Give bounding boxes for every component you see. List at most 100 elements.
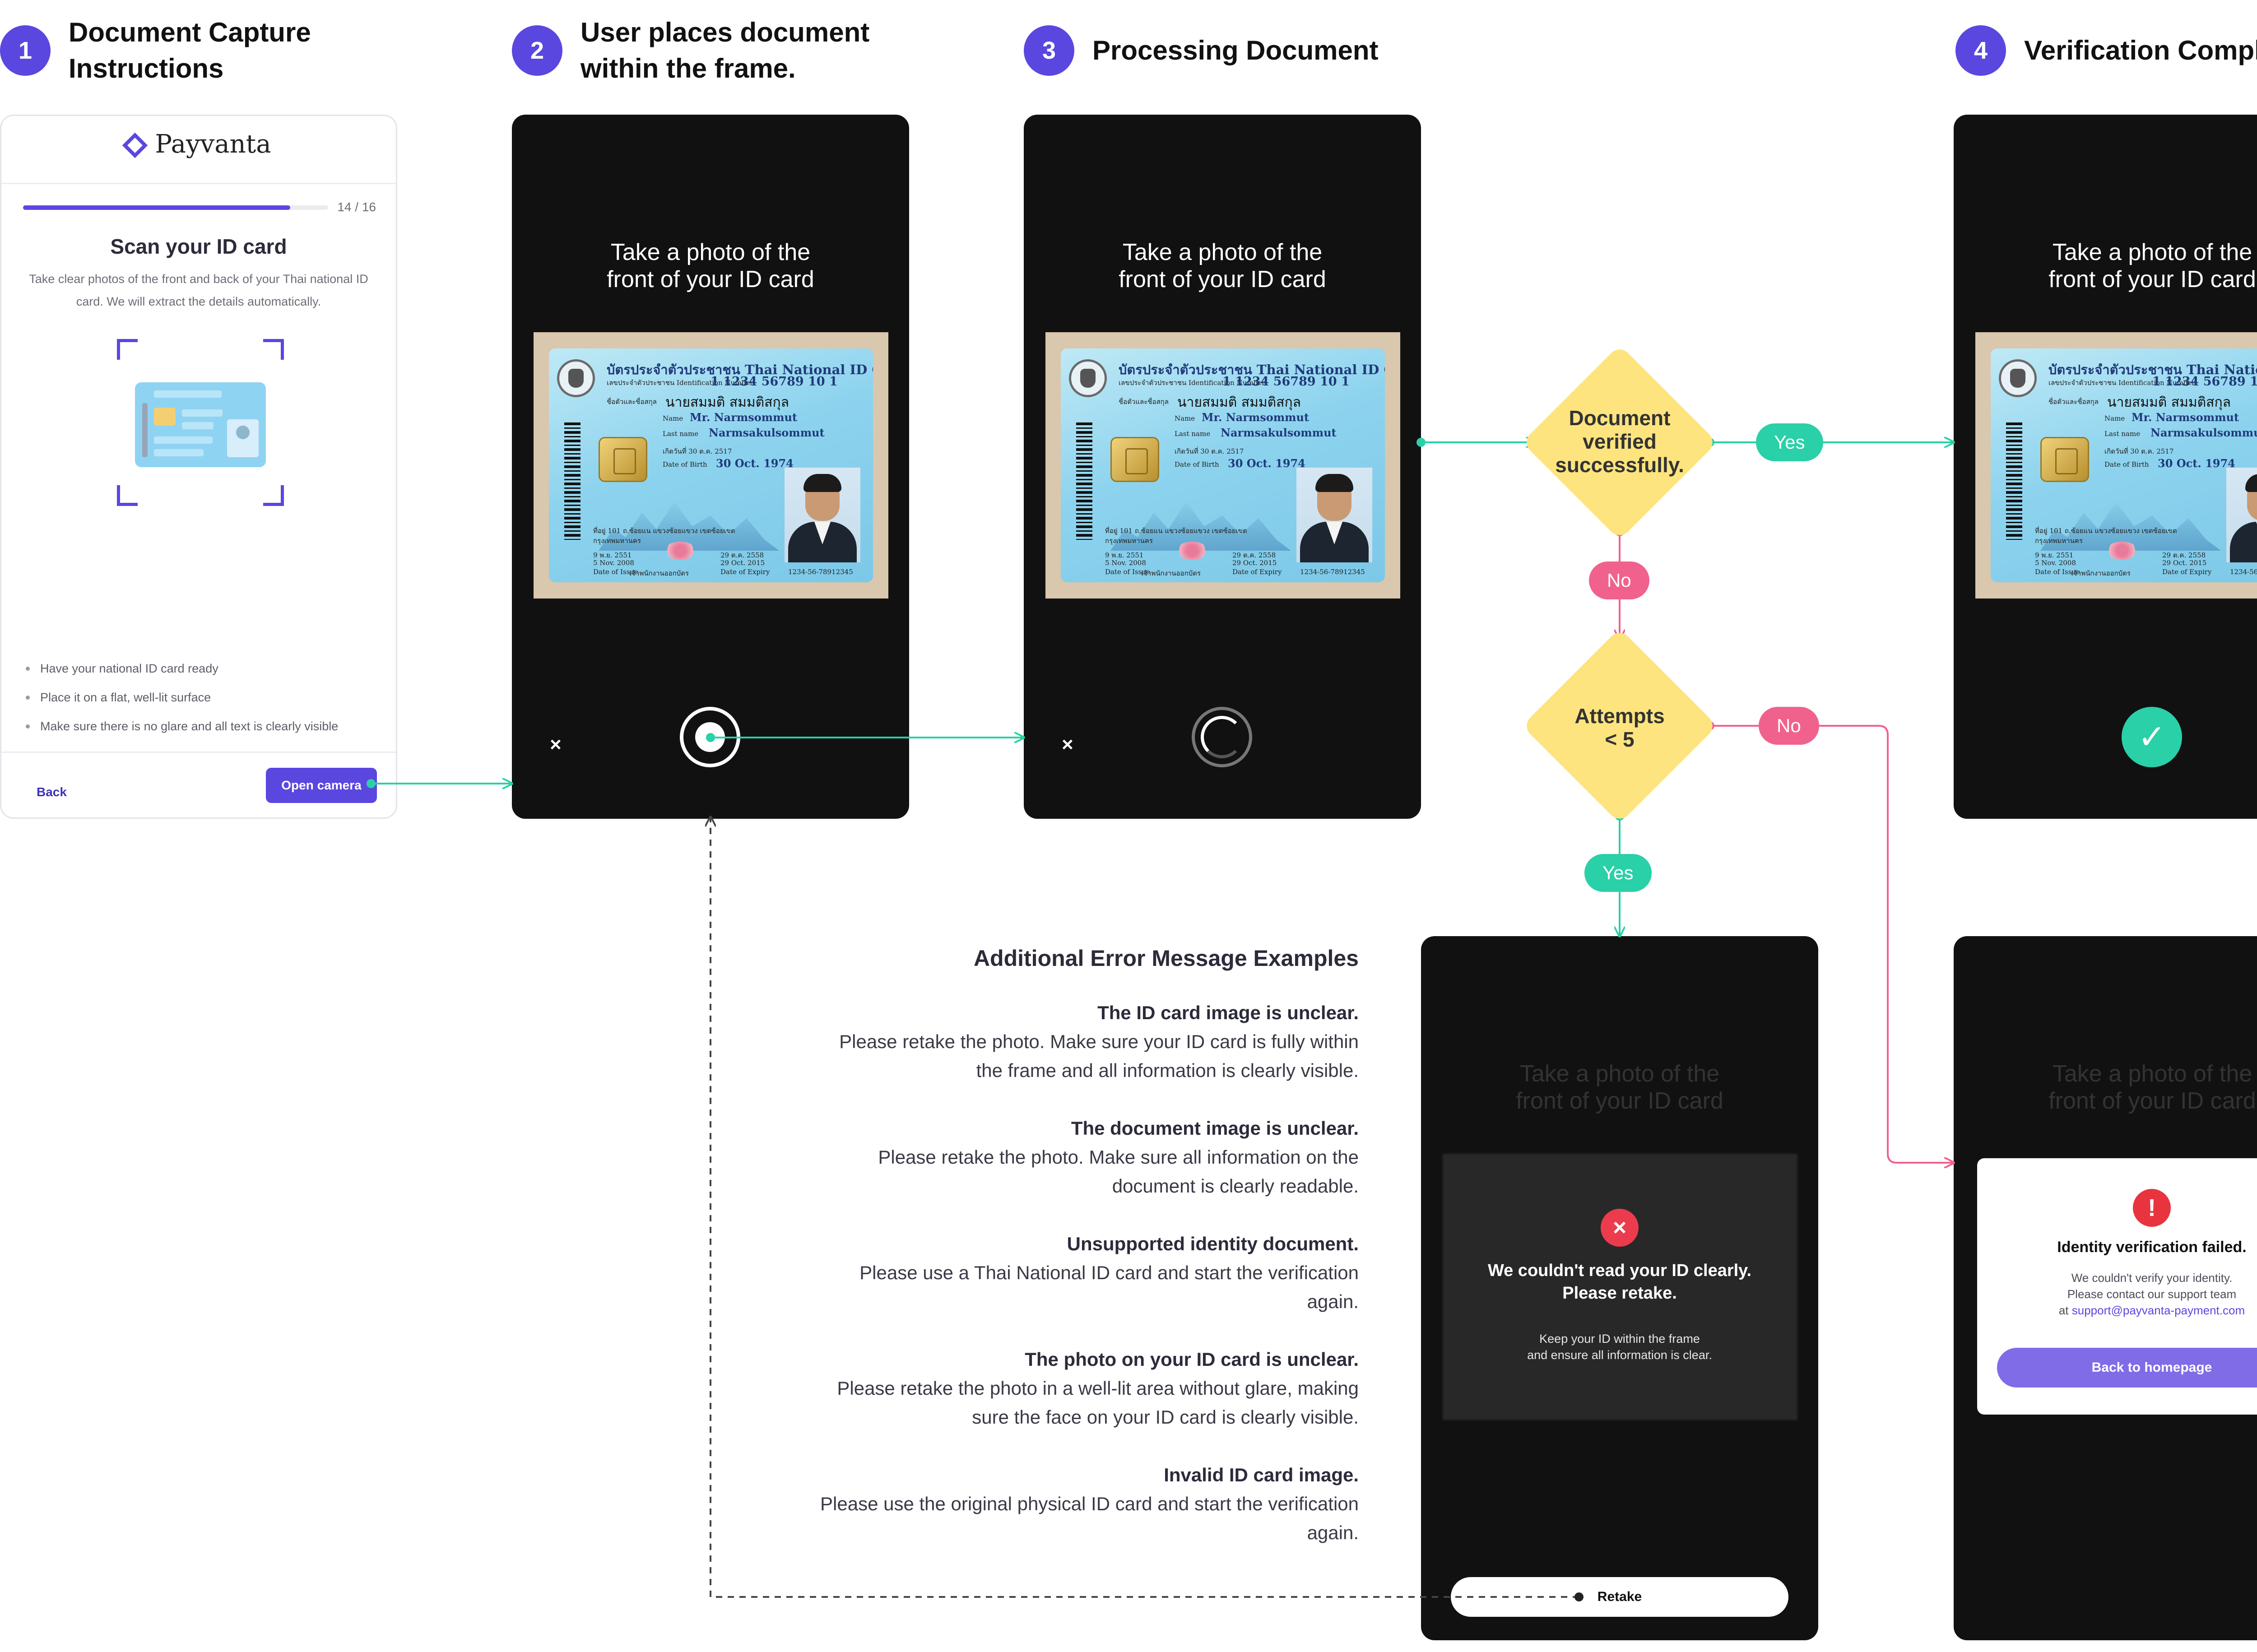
expiry-thai: 29 ต.ค. 2558 <box>1232 551 1276 559</box>
error-example: Unsupported identity document. Please us… <box>817 1230 1359 1316</box>
smart-chip <box>2040 437 2089 482</box>
failure-line: Please contact our support team <box>2067 1287 2237 1301</box>
province: กรุงเทพมหานคร <box>1105 537 1153 545</box>
expiry-label: Date of Expiry <box>1232 568 1282 576</box>
error-example-desc: Please use a Thai National ID card and s… <box>859 1262 1359 1312</box>
step-number: 1 <box>0 25 51 76</box>
card-code: 1234-56-78912345 <box>2230 568 2257 576</box>
close-icon[interactable]: × <box>550 733 562 756</box>
id-label: เลขประจำตัวประชาชน Identification Number <box>1119 379 1265 387</box>
frame-corner <box>263 339 284 360</box>
step-number: 3 <box>1024 25 1074 76</box>
back-button[interactable]: Back <box>37 785 67 799</box>
header-divider <box>1 183 396 184</box>
name-value: Mr. Narmsommut <box>2132 411 2239 424</box>
support-email-link[interactable]: support@payvanta-payment.com <box>2071 1304 2245 1317</box>
card-title: บัตรประจำตัวประชาชน Thai National ID Car… <box>1119 362 1385 377</box>
portrait-photo <box>785 468 860 562</box>
thai-dob: เกิดวันที่ 30 ต.ค. 2517 <box>1175 447 1244 455</box>
thai-name-label: ชื่อตัวและชื่อสกุล <box>2048 398 2099 406</box>
name-value: Mr. Narmsommut <box>1202 411 1310 424</box>
error-example-desc: Please retake the photo. Make sure all i… <box>878 1146 1359 1197</box>
id-label: เลขประจำตัวประชาชน Identification Number <box>607 379 753 387</box>
issue-thai: 9 พ.ย. 2551 <box>2035 551 2074 559</box>
id-card-illustration <box>117 339 284 506</box>
portrait-body <box>2230 522 2257 562</box>
failure-modal: ! Identity verification failed. We could… <box>1977 1158 2257 1415</box>
page-title: Scan your ID card <box>110 235 287 258</box>
issue-label: Date of Issue <box>593 568 638 576</box>
last-name-value: Narmsakulsommut <box>2150 426 2257 439</box>
card-title: บัตรประจำตัวประชาชน Thai National ID Car… <box>2048 362 2257 377</box>
issue-thai: 9 พ.ย. 2551 <box>1105 551 1144 559</box>
error-example-title: The photo on your ID card is unclear. <box>1025 1349 1359 1370</box>
retake-button[interactable]: Retake <box>1451 1577 1788 1617</box>
yes-label: Yes <box>1756 423 1823 461</box>
step-title: Document Capture Instructions <box>69 17 311 84</box>
issue-date: 5 Nov. 2008 <box>2035 559 2076 567</box>
issue-label: Date of Issue <box>2035 568 2080 576</box>
thai-id-card: บัตรประจำตัวประชาชน Thai National ID Car… <box>1061 348 1385 582</box>
card-line <box>154 449 204 456</box>
name-value: Mr. Narmsommut <box>690 411 798 424</box>
decision-attempts-label: Attempts < 5 <box>1574 704 1665 751</box>
card-line <box>182 409 223 417</box>
failure-line: at support@payvanta-payment.com <box>1977 1302 2257 1318</box>
id-number: 1 1234 56789 10 1 <box>711 375 838 389</box>
brand-diamond-icon <box>122 132 148 158</box>
card-line <box>154 390 222 398</box>
garuda-seal-icon <box>1999 359 2037 397</box>
list-item: Place it on a flat, well-lit surface <box>23 683 338 712</box>
last-name-label: Last name <box>663 430 699 438</box>
signature-label: เจ้าพนักงานออกบัตร <box>1141 569 1201 577</box>
province: กรุงเทพมหานคร <box>593 537 641 545</box>
address: ที่อยู่ 101 ถ.ซ้อยแน แขวงซ้อยแขวง เขตซ้อ… <box>593 527 735 535</box>
dob-value: 30 Oct. 1974 <box>1228 457 1305 470</box>
dob-value: 30 Oct. 1974 <box>716 457 794 470</box>
signature-label: เจ้าพนักงานออกบัตร <box>629 569 689 577</box>
garuda-seal-icon <box>1069 359 1107 397</box>
error-example-title: Invalid ID card image. <box>1164 1464 1359 1485</box>
error-example-desc: Please use the original physical ID card… <box>820 1493 1359 1543</box>
name-label: Name <box>2104 414 2125 422</box>
error-example-desc: Please retake the photo in a well-lit ar… <box>837 1378 1359 1428</box>
last-name-value: Narmsakulsommut <box>1221 426 1337 439</box>
capture-prompt: Take a photo of the front of your ID car… <box>1516 1061 1723 1114</box>
frame-corner <box>263 485 284 506</box>
expiry-label: Date of Expiry <box>2162 568 2212 576</box>
progress-count: 14 / 16 <box>337 200 376 214</box>
progress-bar <box>23 205 328 210</box>
card-code: 1234-56-78912345 <box>788 568 853 576</box>
issue-label: Date of Issue <box>1105 568 1150 576</box>
brand-logo: Payvanta <box>1 130 396 159</box>
card-line <box>154 436 213 444</box>
id-card-photo: บัตรประจำตัวประชาชน Thai National ID Car… <box>534 332 888 599</box>
thai-name: นายสมมติ สมมติสกุล <box>2107 394 2231 410</box>
back-to-homepage-button[interactable]: Back to homepage <box>1997 1348 2257 1387</box>
no-label: No <box>1759 707 1819 745</box>
open-camera-button[interactable]: Open camera <box>266 768 377 803</box>
dob-label: Date of Birth <box>1175 460 1219 469</box>
failure-line: We couldn't verify your identity. <box>2071 1271 2233 1285</box>
footer-divider <box>1 752 396 753</box>
failure-line-prefix: at <box>2058 1304 2072 1317</box>
step-title: Verification Complete <box>2024 35 2257 65</box>
shutter-button[interactable] <box>680 707 740 767</box>
garuda-seal-icon <box>557 359 595 397</box>
barcode <box>1076 422 1092 540</box>
loading-spinner <box>1192 707 1252 767</box>
step-title: Processing Document <box>1092 35 1379 65</box>
expiry-thai: 29 ต.ค. 2558 <box>720 551 764 559</box>
success-check-icon: ✓ <box>2122 707 2182 767</box>
list-item: Have your national ID card ready <box>23 654 338 683</box>
error-hint: Keep your ID within the frame and ensure… <box>1527 1332 1712 1362</box>
decision-verified-label: Document verified successfully. <box>1555 406 1684 477</box>
flower-emblem <box>1176 542 1208 560</box>
step-2-header: 2 User places document within the frame. <box>512 14 869 87</box>
smart-chip <box>599 437 647 482</box>
error-example-title: The document image is unclear. <box>1071 1118 1359 1139</box>
dob-label: Date of Birth <box>2104 460 2149 469</box>
shutter-dot <box>695 722 725 752</box>
error-example: The photo on your ID card is unclear. Pl… <box>817 1345 1359 1432</box>
close-icon[interactable]: × <box>1062 733 1073 756</box>
